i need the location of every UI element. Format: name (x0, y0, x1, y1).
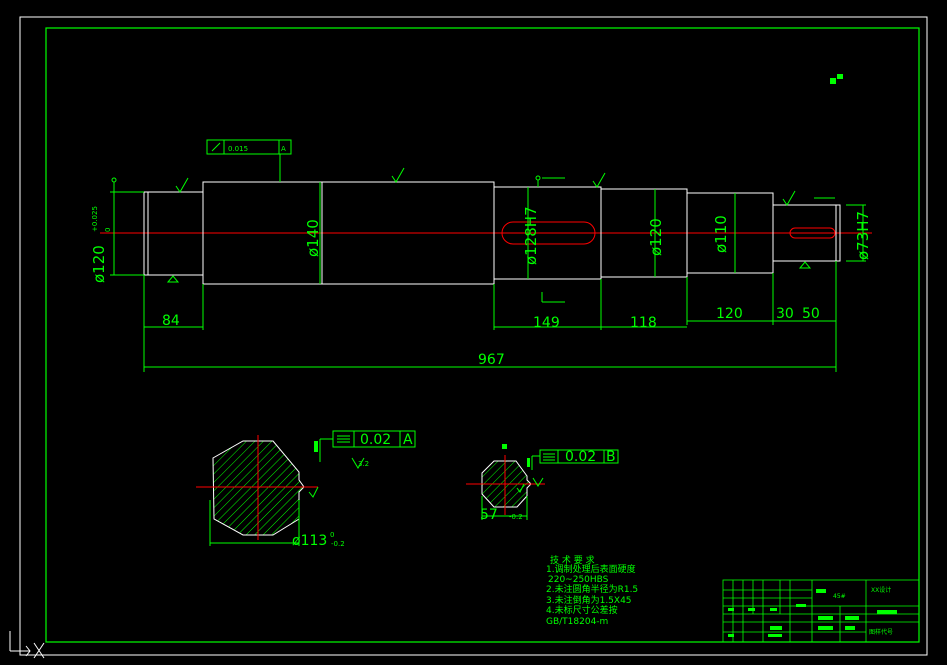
dim-73-diameter: ø73H7 (854, 211, 872, 260)
title-block-drawing-name: XX设计 (871, 586, 891, 594)
technical-requirements: 技 术 要 求 1.调制处理后表面硬度 220~250HBS 2.未注圆角半径为… (546, 554, 638, 627)
notes-title: 技 术 要 求 (550, 554, 595, 566)
dim-110-diameter: ø110 (712, 215, 730, 253)
notes-line-1: 1.调制处理后表面硬度 (546, 563, 636, 575)
section-view-2: 57 -0.2 0.02 B (466, 444, 619, 523)
sec2-dim: 57 (480, 507, 498, 523)
ucs-icon (9, 631, 45, 659)
section-view-1: ø113 0 -0.2 0.02 A 3.2 (196, 430, 416, 549)
dimension-lines (110, 182, 866, 372)
sec2-gdt-value: 0.02 (565, 449, 596, 465)
dim-length-120: 120 (716, 306, 743, 322)
sec1-tol-lower: -0.2 (331, 540, 345, 548)
notes-line-5: 4.未标尺寸公差按 (546, 604, 618, 616)
inner-frame (45, 27, 920, 643)
dim-128-diameter: ø128H7 (522, 206, 540, 265)
notes-line-3: 2.未注圆角半径为R1.5 (546, 583, 638, 595)
sec1-dim: ø113 (292, 533, 327, 549)
dim-length-118: 118 (630, 315, 657, 331)
notes-line-2: 220~250HBS (548, 575, 609, 585)
gdt-frame-main: 0.015 A (206, 139, 292, 182)
dim-total-length: 967 (478, 352, 505, 368)
sec1-roughness: 3.2 (358, 460, 369, 468)
gdt-main-value: 0.015 (228, 145, 248, 153)
dim-length-30: 30 (776, 306, 794, 322)
dim-length-50: 50 (802, 306, 820, 322)
dim-left-tol-lower: 0 (104, 228, 112, 232)
dim-length-149: 149 (533, 315, 560, 331)
dim-left-diameter: ø120 (90, 245, 108, 283)
dim-length-84: 84 (162, 313, 180, 329)
sec1-gdt-datum: A (403, 432, 413, 448)
sec2-gdt-datum: B (606, 449, 616, 465)
sec2-tol: -0.2 (509, 513, 523, 521)
datum-markers (111, 175, 835, 303)
surface-roughness-other (830, 74, 843, 84)
notes-line-4: 3.未注倒角为1.5X45 (546, 594, 632, 606)
title-block-field-1: 图样代号 (869, 628, 893, 636)
sec1-tol-upper: 0 (330, 531, 334, 539)
dim-left-tol-upper: +0.025 (91, 206, 99, 232)
title-block (722, 579, 920, 643)
roughness-marks (166, 167, 812, 283)
dim-120-diameter: ø120 (647, 218, 665, 256)
title-block-material: 45# (833, 593, 846, 600)
sec1-gdt-value: 0.02 (360, 432, 391, 448)
notes-line-6: GB/T18204-m (546, 617, 608, 627)
shaft-outline (143, 181, 841, 285)
title-block-fills (728, 589, 897, 637)
gdt-main-datum: A (281, 145, 286, 153)
dim-140-diameter: ø140 (304, 219, 322, 257)
outer-frame (19, 16, 928, 656)
